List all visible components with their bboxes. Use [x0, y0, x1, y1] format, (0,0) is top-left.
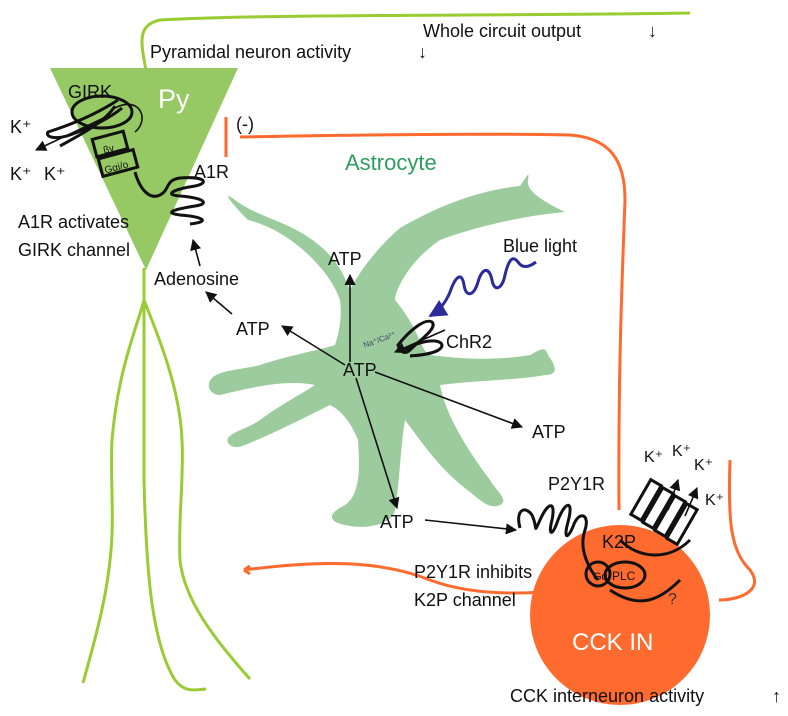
girk-k-efflux-arrow [34, 114, 111, 151]
cck-activity-label: CCK interneuron activity [510, 686, 704, 706]
whole-circuit-output-label: Whole circuit output [423, 21, 581, 41]
question-mark-label: ? [668, 591, 677, 608]
adenosine-label: Adenosine [154, 269, 239, 289]
cation-influx-arrow [393, 329, 446, 354]
atp-label-left: ATP [236, 319, 270, 339]
plc-k2p-link [609, 578, 682, 603]
k-ion-label-3: K⁺ [44, 164, 66, 184]
cck-activity-up-arrow: ↑ [772, 686, 781, 706]
gprotein-link [114, 103, 143, 133]
gq-icon [584, 560, 612, 588]
k-ion-label-2: K⁺ [10, 164, 32, 184]
cck-in-label: CCK IN [572, 629, 653, 656]
atp-label-right: ATP [532, 422, 566, 442]
k2p-efflux-arrow-1 [667, 478, 681, 511]
k2p-channel-icon [618, 477, 700, 557]
a1r-label: A1R [194, 162, 229, 182]
astrocyte-label: Astrocyte [345, 150, 437, 175]
plc-icon [603, 560, 647, 590]
gq-label: Gq [593, 571, 608, 583]
pyramidal-dendrites [81, 268, 252, 692]
pyramidal-activity-down-arrow: ↓ [418, 42, 427, 62]
k-ion-label-1: K⁺ [10, 117, 32, 137]
beta-gamma-label: βγ [102, 143, 115, 156]
girk-channel-icon [45, 94, 134, 148]
a1r-activates-label-line2: GIRK channel [18, 240, 130, 260]
k2p-k-ion-3: K⁺ [694, 457, 713, 474]
atp-label-top: ATP [328, 249, 362, 269]
g-protein-icon [90, 129, 140, 179]
blue-light-wave-icon [428, 257, 537, 318]
pyramidal-soma [50, 68, 238, 270]
atp-arrows [190, 238, 524, 535]
circuit-output-down-arrow: ↓ [648, 21, 657, 41]
atp-label-bottom: ATP [380, 512, 414, 532]
k2p-k-ion-2: K⁺ [672, 443, 691, 460]
p2y1r-inhibits-label-line1: P2Y1R inhibits [414, 562, 532, 582]
k2p-label: K2P [602, 532, 636, 552]
astrocyte-body [208, 174, 565, 527]
p2y1r-receptor-icon [517, 503, 600, 581]
a1r-receptor-icon [133, 171, 205, 226]
pyramidal-activity-label: Pyramidal neuron activity [150, 42, 351, 62]
p2y1r-label: P2Y1R [548, 474, 605, 494]
plc-label: PLC [612, 569, 636, 583]
k2p-efflux-arrow-2 [684, 486, 699, 517]
cck-processes [224, 117, 757, 602]
pyramidal-axon [140, 11, 691, 71]
a1r-activates-label-line1: A1R activates [18, 212, 129, 232]
chr2-label: ChR2 [446, 332, 492, 352]
atp-label-center: ATP [343, 360, 377, 380]
py-label: Py [158, 84, 190, 114]
k2p-k-ion-4: K⁺ [705, 492, 724, 509]
inhibition-label: (-) [236, 114, 254, 134]
cck-soma [530, 525, 710, 705]
blue-light-label: Blue light [503, 236, 577, 256]
k2p-k-ion-1: K⁺ [644, 449, 663, 466]
p2y1r-inhibits-label-line2: K2P channel [414, 590, 516, 610]
girk-label: GIRK [68, 82, 112, 102]
